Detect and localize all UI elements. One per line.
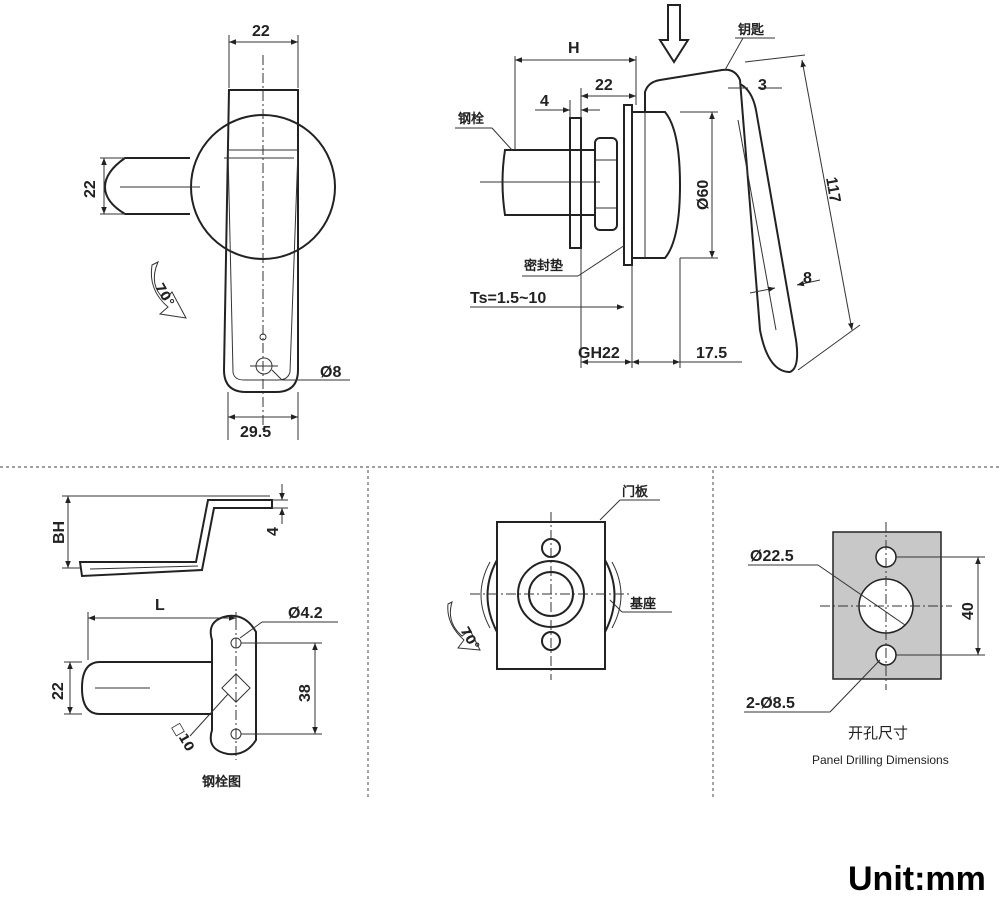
bolt-top-profile xyxy=(80,661,212,715)
rear-hole-bottom xyxy=(541,631,561,651)
label-bolt: 钢栓 xyxy=(458,111,484,127)
dim-bolt-4: 4 xyxy=(265,527,282,536)
dim-side-175: 17.5 xyxy=(696,345,727,362)
dim-bolt-square: □10 xyxy=(169,721,197,755)
bolt-side-profile xyxy=(78,499,273,578)
front-small-hole xyxy=(259,333,267,341)
press-arrow-icon xyxy=(658,4,690,64)
dim-side-8: 8 xyxy=(803,270,812,287)
label-gasket: 密封垫 xyxy=(523,258,563,274)
dim-side-60: Ø60 xyxy=(695,180,712,210)
label-base: 基座 xyxy=(629,596,656,612)
dim-side-ts: Ts=1.5~10 xyxy=(470,290,546,307)
dim-bolt-38: 38 xyxy=(297,684,314,702)
dim-front-hole: Ø8 xyxy=(320,364,341,381)
front-view: 70° 22 22 29.5 Ø8 xyxy=(82,23,350,441)
label-key: 钥匙 xyxy=(738,22,765,38)
dim-side-H: H xyxy=(568,40,580,57)
dim-side-22: 22 xyxy=(595,77,613,94)
rotation-arrow-icon xyxy=(150,260,187,319)
side-view: H 22 4 3 117 Ø60 8 Ts=1.5~10 xyxy=(455,4,861,374)
side-nut xyxy=(594,137,618,231)
dim-side-117: 117 xyxy=(822,176,843,204)
drilling-caption-en: Panel Drilling Dimensions xyxy=(812,753,949,767)
front-handle-outer xyxy=(222,89,299,393)
dim-side-3: 3 xyxy=(758,77,767,94)
dim-front-bottom-width: 29.5 xyxy=(240,424,271,441)
dim-drill-small: 2-Ø8.5 xyxy=(746,695,795,712)
bolt-view: BH 4 L Ø4.2 22 38 □10 xyxy=(50,484,338,790)
side-panel xyxy=(623,104,633,266)
side-base xyxy=(631,111,682,259)
side-bolt-plate xyxy=(569,117,582,249)
dim-bolt-22: 22 xyxy=(50,682,67,700)
dim-front-pin-width: 22 xyxy=(82,180,99,198)
dim-side-4: 4 xyxy=(540,93,549,110)
dim-bolt-bh: BH xyxy=(51,521,68,544)
rear-rotation-label: 70° xyxy=(457,625,482,654)
dim-side-gh: GH22 xyxy=(578,345,620,362)
front-bolt-pin xyxy=(103,157,190,215)
bolt-square-hole xyxy=(221,673,251,703)
side-key xyxy=(644,68,799,374)
label-door-panel: 门板 xyxy=(622,484,649,500)
dim-bolt-hole: Ø4.2 xyxy=(288,605,323,622)
dim-drill-big: Ø22.5 xyxy=(750,548,794,565)
front-rotation-label: 70° xyxy=(151,281,176,310)
bolt-caption: 钢栓图 xyxy=(202,774,241,790)
rear-rotation-arrow-icon xyxy=(447,601,481,651)
dim-drill-40: 40 xyxy=(960,602,977,620)
rear-view: 70° 门板 基座 xyxy=(447,484,672,680)
panel-drilling: Ø22.5 40 2-Ø8.5 开孔尺寸 Panel Drilling Dime… xyxy=(744,522,985,767)
unit-label: Unit:mm xyxy=(848,860,986,898)
side-bolt-shaft xyxy=(501,149,596,216)
dim-bolt-L: L xyxy=(155,597,165,614)
bolt-top-plate xyxy=(209,614,257,756)
drilling-caption-cn: 开孔尺寸 xyxy=(848,724,908,742)
front-handle-inner xyxy=(227,149,299,381)
dim-front-top-width: 22 xyxy=(252,23,270,40)
